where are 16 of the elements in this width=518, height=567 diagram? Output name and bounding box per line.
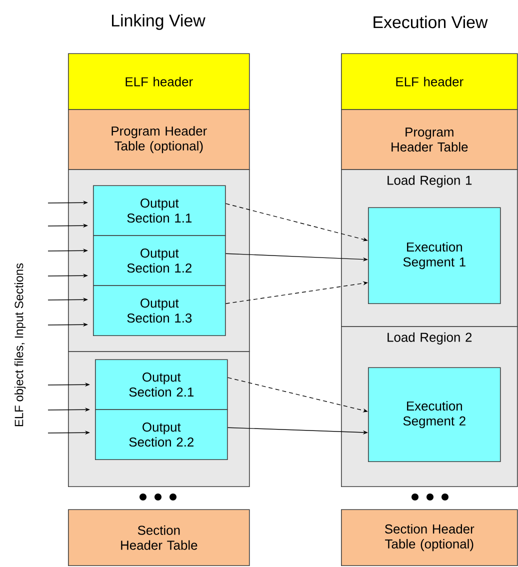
section-box: Output Section 2.1 (95, 359, 228, 410)
side-label: ELF object files, Input Sections (14, 263, 26, 426)
segment-box: Execution Segment 1 (368, 207, 501, 304)
header-box: ELF header (68, 53, 250, 110)
section-box: Output Section 2.2 (95, 409, 228, 460)
column-title: Linking View (112, 14, 206, 30)
header-box: ELF header (341, 53, 518, 110)
section-box: Output Section 1.1 (93, 185, 226, 236)
table-box: Section Header Table (optional) (341, 509, 518, 566)
section-box: Output Section 1.3 (93, 285, 226, 336)
column-title: Execution View (374, 16, 488, 28)
table-box: Program Header Table (optional) (68, 109, 250, 170)
segment-box: Execution Segment 2 (368, 367, 501, 462)
section-box: Output Section 1.2 (93, 235, 226, 286)
table-box: Section Header Table (68, 509, 250, 566)
table-box: Program Header Table (341, 109, 518, 170)
